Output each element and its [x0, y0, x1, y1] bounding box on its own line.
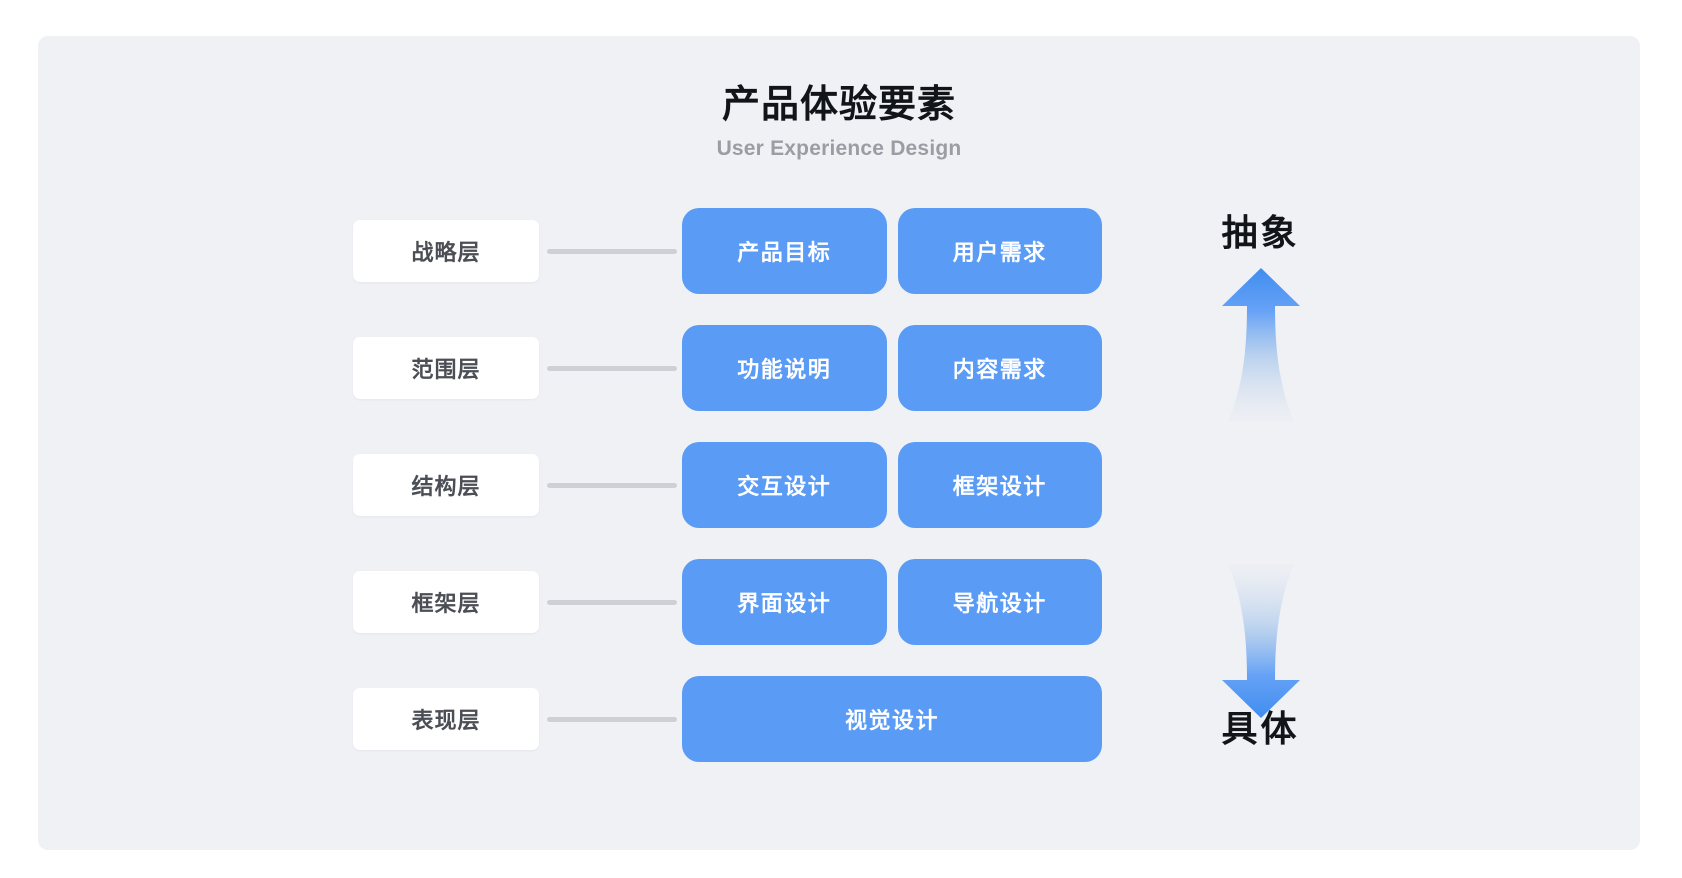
arrow-up-icon: [1220, 266, 1302, 424]
connector-line: [547, 600, 677, 605]
header: 产品体验要素 User Experience Design: [38, 36, 1640, 161]
card-group: 交互设计 框架设计: [682, 442, 1102, 528]
layer-chip-label: 战略层: [411, 240, 481, 265]
card-label: 界面设计: [737, 591, 832, 616]
diagram-row: 框架层 界面设计 导航设计: [38, 559, 1640, 645]
layer-chip-strategy[interactable]: 战略层: [353, 220, 539, 282]
card-interface-design[interactable]: 界面设计: [682, 559, 887, 645]
connector-line: [547, 249, 677, 254]
card-wireframe-design[interactable]: 框架设计: [897, 442, 1102, 528]
card-label: 功能说明: [737, 357, 832, 382]
diagram-row: 范围层 功能说明 内容需求: [38, 325, 1640, 411]
card-navigation-design[interactable]: 导航设计: [897, 559, 1102, 645]
card-content-needs[interactable]: 内容需求: [897, 325, 1102, 411]
layer-chip-label: 表现层: [411, 708, 481, 733]
layer-chip-label: 结构层: [411, 474, 481, 499]
layer-chip-surface[interactable]: 表现层: [353, 688, 539, 750]
card-label: 交互设计: [737, 474, 832, 499]
diagram-row: 结构层 交互设计 框架设计: [38, 442, 1640, 528]
diagram-panel: 产品体验要素 User Experience Design 战略层 产品目标 用…: [38, 36, 1640, 850]
connector-line: [547, 366, 677, 371]
abstraction-axis: 抽象: [1173, 204, 1403, 774]
card-interaction-design[interactable]: 交互设计: [682, 442, 887, 528]
card-user-needs[interactable]: 用户需求: [897, 208, 1102, 294]
layer-chip-skeleton[interactable]: 框架层: [353, 571, 539, 633]
page-title: 产品体验要素: [721, 84, 956, 126]
layer-chip-label: 范围层: [411, 357, 481, 382]
layer-chip-label: 框架层: [411, 591, 481, 616]
ux-elements-diagram: 战略层 产品目标 用户需求 范围层 功能说明: [38, 36, 1640, 850]
card-label: 用户需求: [952, 240, 1047, 265]
axis-label-concrete: 具体: [1221, 708, 1300, 749]
card-group: 视觉设计: [682, 676, 1102, 762]
card-label: 框架设计: [952, 474, 1047, 499]
card-group: 功能说明 内容需求: [682, 325, 1102, 411]
layer-chip-scope[interactable]: 范围层: [353, 337, 539, 399]
card-visual-design[interactable]: 视觉设计: [682, 676, 1102, 762]
card-label: 内容需求: [952, 357, 1047, 382]
diagram-row: 表现层 视觉设计: [38, 676, 1640, 762]
connector-line: [547, 717, 677, 722]
card-label: 导航设计: [952, 591, 1047, 616]
diagram-row: 战略层 产品目标 用户需求: [38, 208, 1640, 294]
card-product-goal[interactable]: 产品目标: [682, 208, 887, 294]
card-group: 界面设计 导航设计: [682, 559, 1102, 645]
card-label: 产品目标: [737, 240, 832, 265]
axis-label-abstract: 抽象: [1221, 212, 1300, 253]
arrow-down-icon: [1220, 562, 1302, 720]
connector-line: [547, 483, 677, 488]
card-feature-spec[interactable]: 功能说明: [682, 325, 887, 411]
layer-chip-structure[interactable]: 结构层: [353, 454, 539, 516]
card-label: 视觉设计: [844, 708, 939, 733]
page-subtitle: User Experience Design: [716, 136, 962, 160]
card-group: 产品目标 用户需求: [682, 208, 1102, 294]
